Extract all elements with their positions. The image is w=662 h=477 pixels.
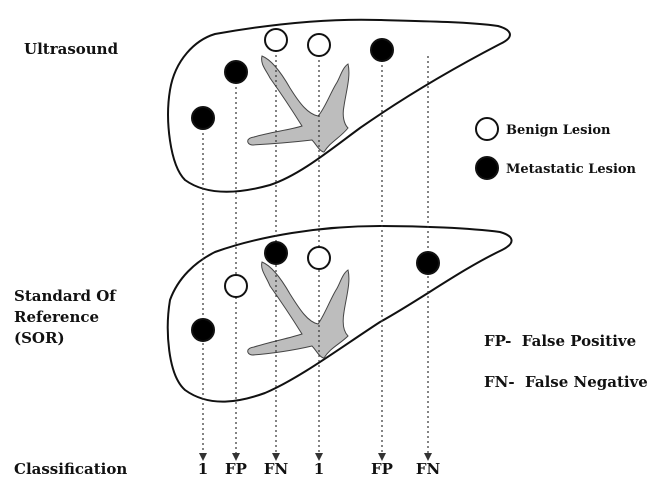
ultrasound-benign-lesion-2	[308, 34, 330, 56]
fn-definition: FN- False Negative	[484, 373, 648, 391]
sor-label-line3: (SOR)	[14, 329, 65, 347]
class-label-2: FP	[225, 460, 247, 477]
ultrasound-benign-lesion-1	[265, 29, 287, 51]
sor-metastatic-lesion-1	[192, 319, 214, 341]
sor-benign-lesion-2	[308, 247, 330, 269]
sor-label-line1: Standard Of	[14, 287, 117, 305]
ultrasound-metastatic-lesion-3	[371, 39, 393, 61]
fp-definition: FP- False Positive	[484, 332, 636, 350]
ultrasound-label: Ultrasound	[24, 40, 119, 58]
benign-legend-icon	[476, 118, 498, 140]
class-label-3: FN	[264, 460, 289, 477]
ultrasound-metastatic-lesion-1	[192, 107, 214, 129]
ultrasound-liver	[168, 20, 510, 192]
legend: Benign Lesion Metastatic Lesion	[476, 118, 637, 179]
sor-label-line2: Reference	[14, 308, 99, 326]
classification-labels: 1 FP FN 1 FP FN	[198, 460, 441, 477]
ultrasound-metastatic-lesion-2	[225, 61, 247, 83]
class-label-1: 1	[198, 460, 208, 477]
sor-benign-lesion-1	[225, 275, 247, 297]
sor-metastatic-lesion-3	[417, 252, 439, 274]
class-label-4: 1	[314, 460, 324, 477]
benign-legend-label: Benign Lesion	[506, 123, 611, 138]
class-label-5: FP	[371, 460, 393, 477]
class-label-6: FN	[416, 460, 441, 477]
classification-label: Classification	[14, 460, 127, 477]
sor-liver	[168, 226, 512, 402]
metastatic-legend-label: Metastatic Lesion	[506, 162, 637, 177]
metastatic-legend-icon	[476, 157, 498, 179]
sor-metastatic-lesion-2	[265, 242, 287, 264]
